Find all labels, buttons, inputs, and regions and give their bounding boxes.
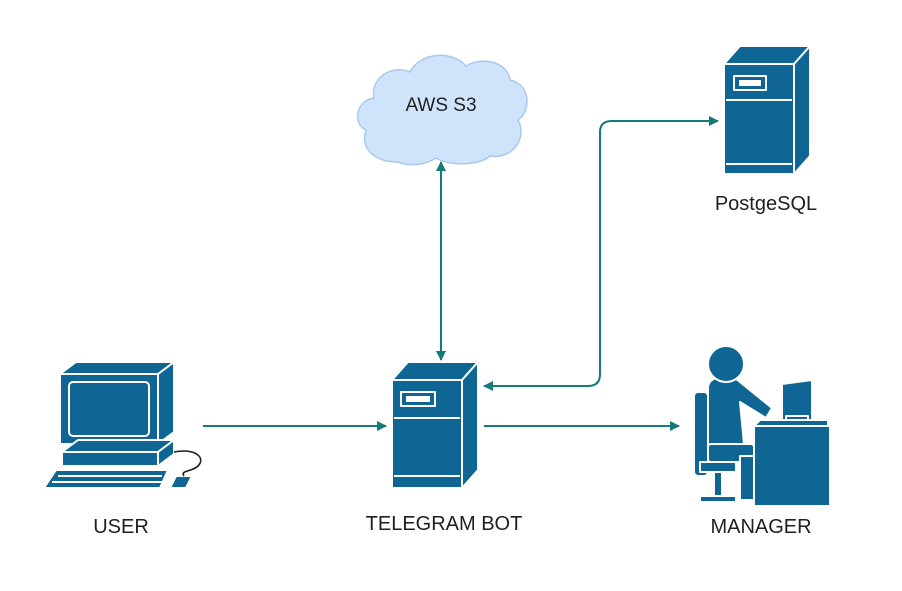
node-user: USER <box>43 361 202 538</box>
node-manager: MANAGER <box>693 345 831 538</box>
node-postgresql: PostgeSQL <box>715 45 817 215</box>
aws-s3-label: AWS S3 <box>405 95 476 116</box>
person-at-desk-icon <box>693 345 831 507</box>
server-icon <box>391 361 479 489</box>
node-telegram-bot: TELEGRAM BOT <box>366 361 523 535</box>
manager-label: MANAGER <box>710 516 811 538</box>
connectors <box>203 116 719 431</box>
server-icon <box>723 45 811 175</box>
mouse-cable <box>173 450 202 477</box>
postgresql-label: PostgeSQL <box>715 193 817 215</box>
node-aws-s3: AWS S3 <box>356 54 528 166</box>
user-label: USER <box>93 516 149 538</box>
edge-telegram-bot-to-postgresql <box>483 116 719 391</box>
telegram-bot-label: TELEGRAM BOT <box>366 513 523 535</box>
cloud-icon <box>356 54 528 166</box>
computer-icon <box>43 361 193 489</box>
